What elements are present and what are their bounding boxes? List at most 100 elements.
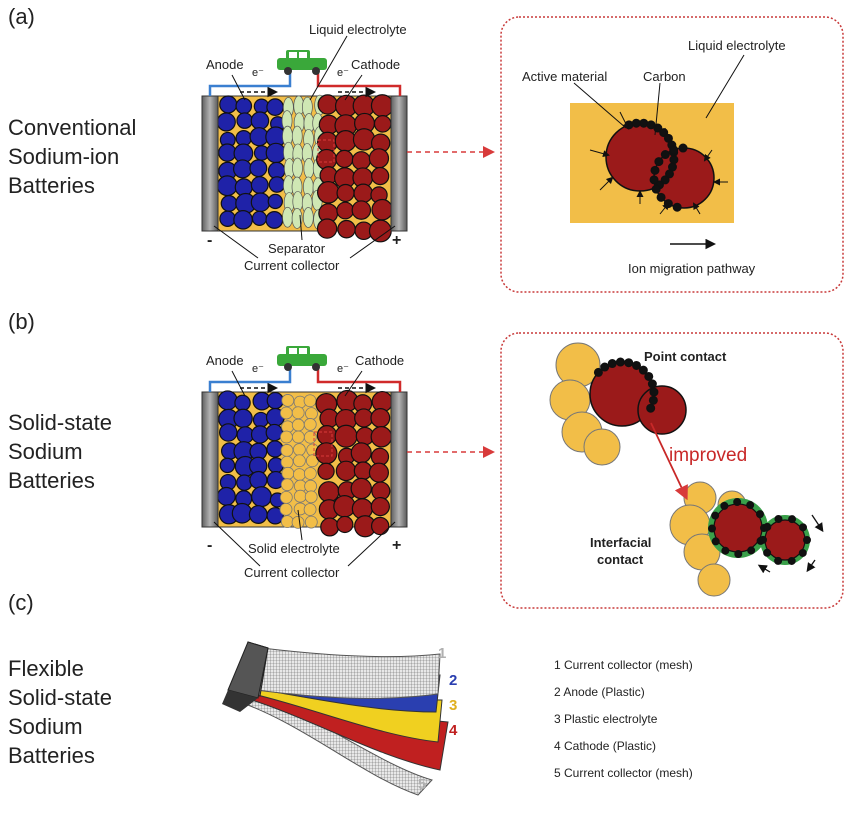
solid-electrolyte-particle bbox=[303, 418, 317, 431]
anode-label-a: Anode bbox=[206, 57, 244, 72]
solid-electrolyte-particle bbox=[279, 490, 293, 504]
layer-number-4: 4 bbox=[449, 722, 458, 739]
active-material-particle bbox=[637, 385, 687, 435]
carbon-particle bbox=[711, 537, 720, 546]
anode-particle bbox=[217, 390, 238, 411]
cathode-particle bbox=[368, 148, 390, 169]
carbon-particle bbox=[654, 157, 664, 167]
solid-electrolyte-particle bbox=[292, 454, 306, 468]
cathode-particle bbox=[317, 462, 335, 480]
solid-electrolyte-particle bbox=[303, 467, 317, 480]
cathode-particle bbox=[371, 166, 390, 186]
anode-particle bbox=[251, 210, 268, 226]
carbon-particle bbox=[672, 202, 682, 212]
solid-electrolyte-particle bbox=[281, 394, 295, 407]
car-icon bbox=[277, 346, 327, 371]
solid-electrolyte-particle bbox=[304, 515, 318, 529]
cathode-particle bbox=[316, 218, 338, 239]
cathode-particles-a bbox=[316, 94, 394, 243]
cathode-particle bbox=[337, 219, 356, 239]
panel-c-title: Flexible Solid-state Sodium Batteries bbox=[8, 654, 112, 770]
plus-label-b: + bbox=[392, 537, 402, 554]
carbon-particle bbox=[665, 169, 675, 179]
carbon-particle bbox=[607, 359, 617, 369]
panel-b-letter: (b) bbox=[8, 309, 35, 334]
anode-particle bbox=[266, 391, 284, 410]
cathode-particle bbox=[373, 114, 392, 133]
minus-label-b: - bbox=[207, 537, 213, 554]
panel-b-title-line-3: Batteries bbox=[8, 468, 95, 493]
carbon-particle bbox=[734, 549, 743, 558]
anode-particle bbox=[216, 175, 238, 197]
anode-particle bbox=[233, 408, 253, 429]
wire-negative-a bbox=[208, 70, 292, 96]
panel-c-title-line-4: Batteries bbox=[8, 743, 95, 768]
carbon-particle bbox=[615, 357, 625, 367]
cathode-particle bbox=[353, 183, 374, 204]
carbon-particle bbox=[747, 546, 756, 555]
solid-electrolyte-particle bbox=[280, 430, 293, 444]
carbon-particle bbox=[651, 184, 661, 194]
anode-particles-a bbox=[216, 95, 287, 230]
carbon-particle bbox=[600, 362, 610, 372]
cathode-particle bbox=[370, 426, 393, 448]
cathode-particle bbox=[352, 128, 376, 151]
electrolyte-particle bbox=[697, 563, 731, 597]
carbon-particle bbox=[720, 501, 729, 510]
cathode-particle bbox=[334, 424, 358, 448]
interfacial-contact-label-2: contact bbox=[597, 552, 644, 567]
anode-particle bbox=[252, 411, 269, 428]
carbon-particle bbox=[660, 175, 670, 185]
flexible-battery bbox=[222, 641, 449, 796]
car-icon bbox=[277, 50, 327, 75]
panel-c-title-line-2: Solid-state bbox=[8, 685, 112, 710]
solid-electrolyte-particle bbox=[303, 503, 317, 516]
solid-electrolyte-particle bbox=[279, 502, 293, 516]
solid-electrolyte-particle bbox=[291, 406, 305, 420]
zoom-liquid-electrolyte-label: Liquid electrolyte bbox=[688, 38, 786, 53]
carbon-particle bbox=[639, 118, 649, 128]
panel-b-title-line-1: Solid-state bbox=[8, 410, 112, 435]
anode-particle bbox=[218, 423, 238, 442]
solid-electrolyte-particle bbox=[305, 407, 318, 420]
carbon-particle bbox=[787, 556, 796, 565]
carbon-particle bbox=[774, 556, 783, 565]
separator-label: Separator bbox=[268, 241, 326, 256]
plus-label-a: + bbox=[392, 232, 402, 249]
anode-particle bbox=[265, 142, 287, 164]
current-collector-label-b: Current collector bbox=[244, 565, 340, 580]
active-material-label: Active material bbox=[522, 69, 608, 84]
zoom-box-a bbox=[500, 16, 844, 293]
carbon-particle bbox=[678, 143, 688, 153]
panel-c-title-line-1: Flexible bbox=[8, 656, 84, 681]
carbon-particle bbox=[788, 515, 797, 524]
panel-a-letter: (a) bbox=[8, 4, 35, 29]
cathode-particle bbox=[318, 481, 340, 503]
active-material-particle bbox=[713, 503, 763, 553]
current-collector-left-a bbox=[201, 95, 219, 232]
carbon-particle bbox=[650, 165, 660, 175]
solid-electrolyte-particle bbox=[293, 489, 307, 503]
liquid-electrolyte-label-a: Liquid electrolyte bbox=[309, 22, 407, 37]
panel-c-letter: (c) bbox=[8, 590, 34, 615]
ion-migration-label: Ion migration pathway bbox=[628, 261, 756, 276]
anode-particle bbox=[218, 143, 237, 162]
solid-electrolyte-particle bbox=[291, 515, 305, 529]
separator-a bbox=[281, 94, 326, 230]
zoom-box-b bbox=[500, 332, 844, 609]
layer-number-2: 2 bbox=[449, 672, 458, 689]
anode-particle bbox=[219, 95, 238, 114]
cathode-particle bbox=[370, 496, 390, 517]
anode-particle bbox=[248, 505, 268, 524]
solid-electrolyte-particle bbox=[303, 430, 317, 444]
carbon-particle bbox=[593, 367, 603, 377]
panel-a-title: Conventional Sodium-ion Batteries bbox=[8, 113, 136, 200]
solid-electrolyte-particle bbox=[279, 406, 293, 420]
cathode-label-a: Cathode bbox=[351, 57, 401, 72]
point-contact-label: Point contact bbox=[644, 349, 727, 364]
electron-label-a-left: e⁻ bbox=[252, 67, 264, 79]
carbon-particle bbox=[759, 535, 768, 544]
cathode-particle bbox=[350, 477, 372, 500]
wire-positive-a bbox=[316, 70, 402, 96]
